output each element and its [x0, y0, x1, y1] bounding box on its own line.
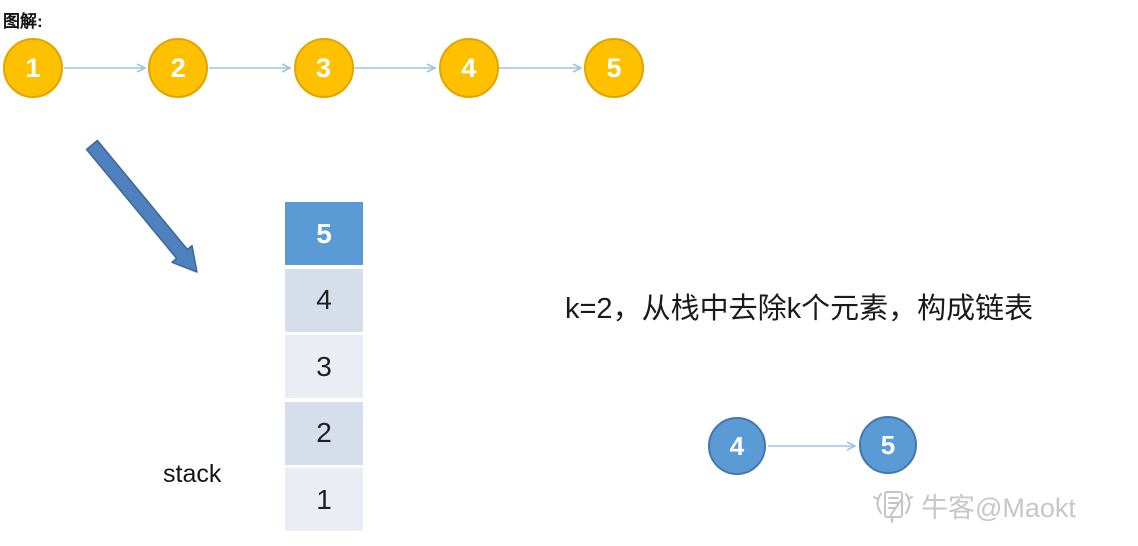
linked-list-node: 3 [293, 38, 354, 98]
stack-cell: 2 [285, 401, 363, 465]
stack-cell: 3 [285, 335, 363, 398]
linked-list-node: 4 [438, 38, 499, 98]
watermark: 牛客@Maokt [870, 486, 1076, 525]
page-title: 图解: [3, 12, 43, 31]
result-list-node: 5 [859, 416, 917, 474]
caption-text: k=2，从栈中去除k个元素，构成链表 [565, 293, 1034, 325]
nowcoder-logo-icon [873, 490, 913, 523]
linked-list-node: 1 [3, 38, 63, 98]
watermark-text: 牛客@Maokt [921, 493, 1076, 523]
stack-label: stack [163, 460, 222, 488]
stack-cell: 1 [285, 468, 363, 531]
big-down-right-arrow [85, 139, 198, 273]
linked-list-node: 5 [584, 38, 644, 98]
stack-cell: 4 [285, 268, 363, 332]
linked-list-node: 2 [148, 38, 209, 98]
result-list-node: 4 [708, 417, 766, 475]
stack-cell: 5 [285, 202, 363, 265]
